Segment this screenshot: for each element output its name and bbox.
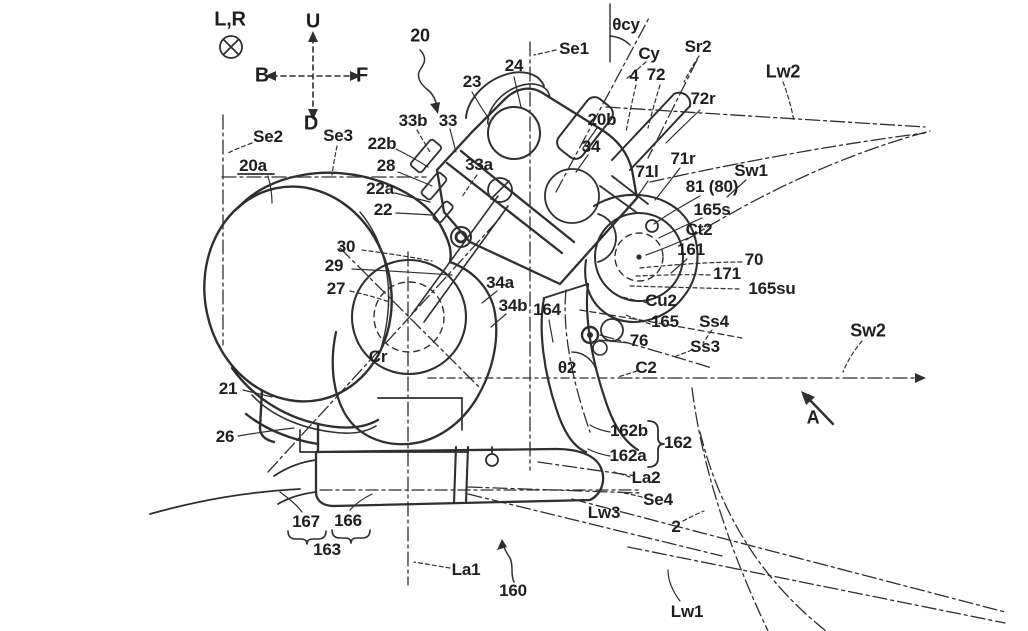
reference-lines bbox=[221, 15, 1006, 631]
cylinder-block bbox=[410, 71, 639, 323]
crankcase bbox=[299, 258, 498, 453]
intake-stays bbox=[556, 91, 692, 213]
angle-marks bbox=[571, 3, 631, 374]
braces bbox=[287, 420, 665, 545]
leader-lines bbox=[227, 49, 926, 602]
engine-cover bbox=[203, 171, 452, 454]
compass-icon bbox=[219, 31, 361, 120]
muffler bbox=[149, 445, 605, 515]
exhaust-downpipe bbox=[540, 282, 640, 454]
